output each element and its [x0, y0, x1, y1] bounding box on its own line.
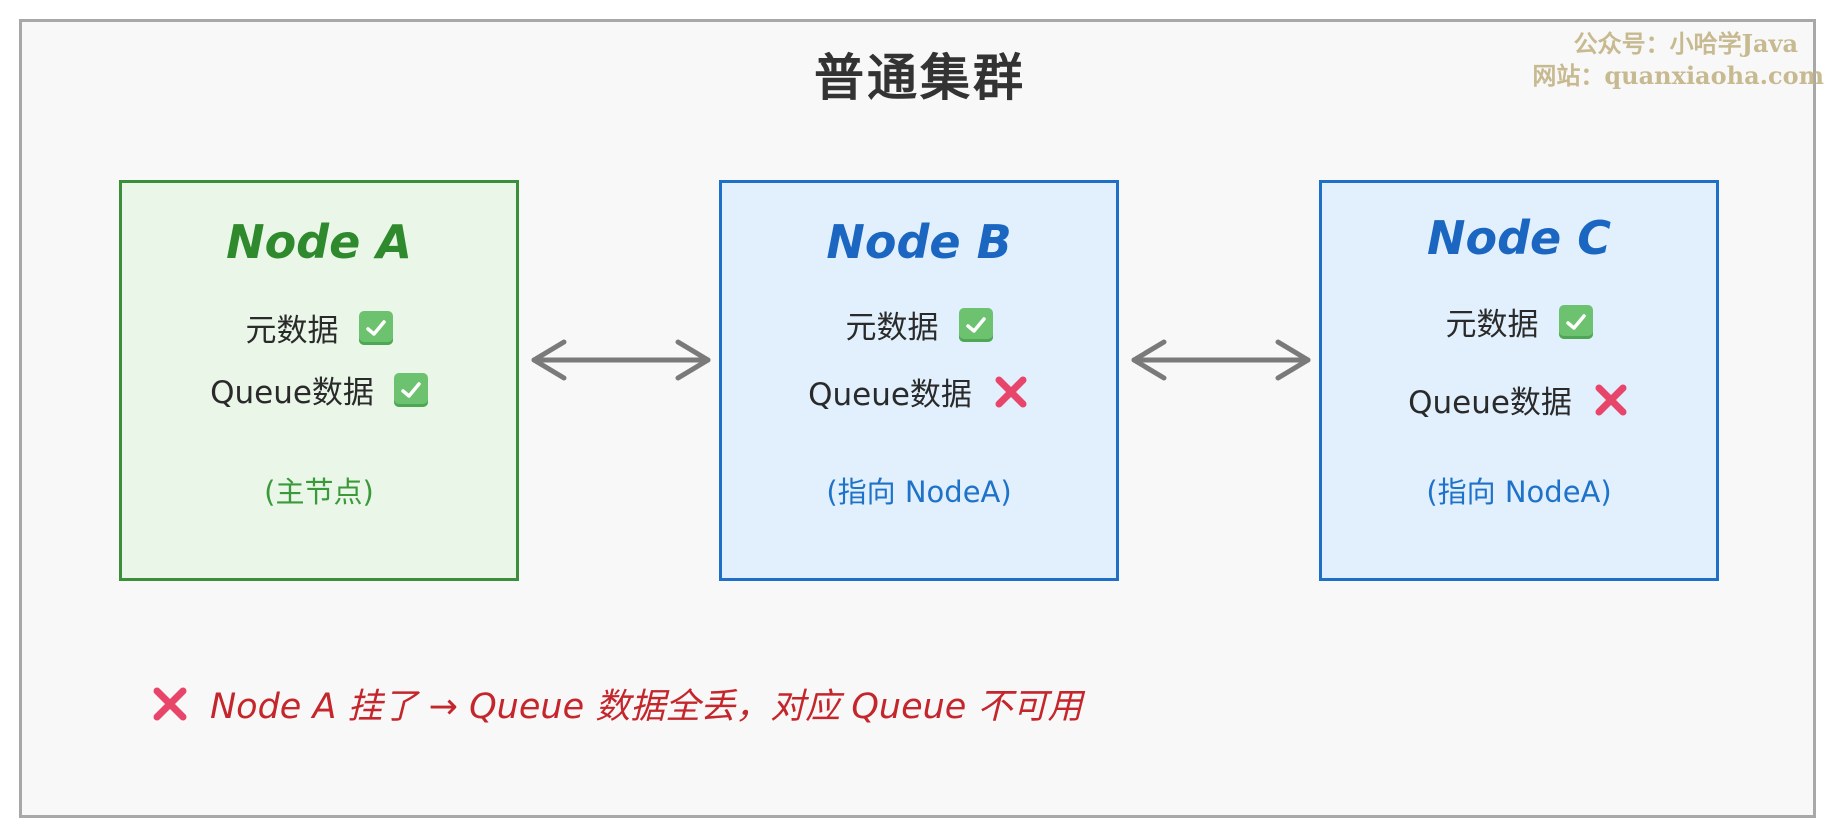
node-a-title: Node A [226, 215, 412, 269]
node-c-box: Node C 元数据 Queue数据 (指向 NodeA) [1319, 180, 1719, 581]
node-c-metadata-row: 元数据 [1322, 299, 1716, 344]
node-a-queue-row: Queue数据 [122, 367, 516, 412]
node-b-metadata-row: 元数据 [722, 302, 1116, 347]
bidirectional-arrow-icon [1131, 339, 1311, 381]
check-icon [1558, 304, 1593, 339]
check-icon [393, 372, 428, 407]
node-c-queue-row: Queue数据 [1322, 377, 1716, 422]
node-a-metadata-row: 元数据 [122, 305, 516, 350]
cross-icon [150, 684, 190, 724]
failure-note-text: Node A 挂了 → Queue 数据全丢，对应 Queue 不可用 [210, 687, 1083, 727]
node-b-queue-label: Queue数据 [808, 377, 972, 413]
node-c-queue-label: Queue数据 [1408, 385, 1572, 421]
node-c-metadata-label: 元数据 [1445, 307, 1539, 343]
node-b-note: (指向 NodeA) [826, 475, 1012, 509]
node-b-title: Node B [826, 215, 1012, 269]
failure-note: Node A 挂了 → Queue 数据全丢，对应 Queue 不可用 [150, 678, 1082, 729]
node-b-queue-row: Queue数据 [722, 369, 1116, 414]
check-icon [358, 310, 393, 345]
bidirectional-arrow-icon [531, 339, 711, 381]
node-b-box: Node B 元数据 Queue数据 (指向 NodeA) [719, 180, 1119, 581]
node-c-note: (指向 NodeA) [1426, 475, 1612, 509]
node-a-metadata-label: 元数据 [245, 313, 339, 349]
diagram-title: 普通集群 [814, 49, 1026, 107]
node-a-note: (主节点) [264, 475, 374, 509]
node-b-metadata-label: 元数据 [845, 310, 939, 346]
check-icon [958, 307, 993, 342]
cross-icon [1592, 381, 1630, 419]
watermark-website: 网站：quanxiaoha.com [1532, 61, 1824, 90]
watermark-account: 公众号：小哈学Java [1573, 29, 1798, 58]
node-a-queue-label: Queue数据 [210, 375, 374, 411]
node-a-box: Node A 元数据 Queue数据 (主节点) [119, 180, 519, 581]
cross-icon [992, 373, 1030, 411]
node-c-title: Node C [1427, 211, 1611, 265]
